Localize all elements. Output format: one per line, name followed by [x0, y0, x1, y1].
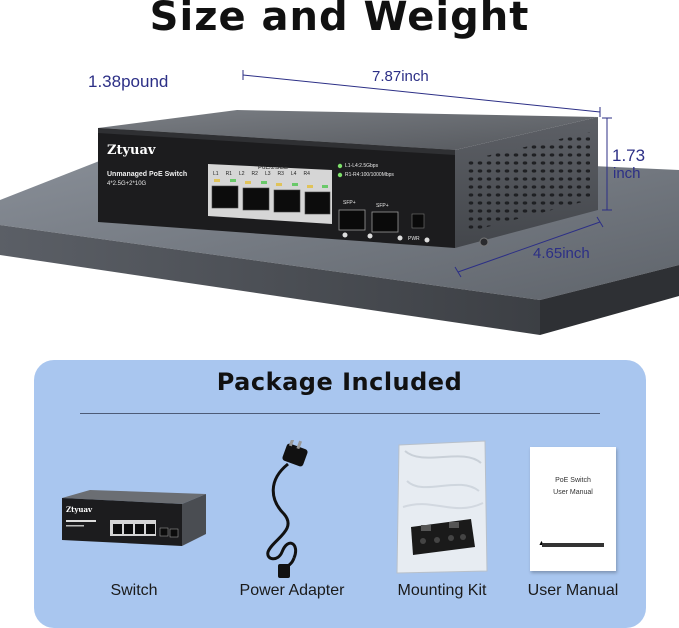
port-labels: L1 R1 L2 R2 L3 R3 L4 R4 — [213, 171, 333, 177]
length-label: 7.87inch — [372, 68, 429, 85]
port-label: L2 — [238, 171, 245, 177]
port-label: R3 — [277, 171, 284, 177]
weight-label: 1.38pound — [88, 72, 169, 91]
sfp-label-2: SFP+ — [376, 203, 389, 209]
port-label: R1 — [225, 171, 232, 177]
height-unit-label: inch — [613, 165, 641, 182]
svg-text:Ztyuav: Ztyuav — [66, 505, 93, 514]
port-group-label: PoE/2.5GE — [258, 165, 289, 171]
page-title: Size and Weight — [149, 0, 530, 40]
item-label-mounting-kit: Mounting Kit — [397, 582, 487, 599]
sfp-label-1: SFP+ — [343, 200, 356, 206]
user-manual-image: PoE Switch User Manual ▲ — [530, 447, 616, 571]
depth-label: 4.65inch — [533, 245, 590, 262]
warning-icon: ▲ — [538, 540, 545, 547]
mounting-kit-image — [396, 440, 488, 574]
manual-title-line2: User Manual — [553, 489, 593, 496]
port-label: L4 — [290, 171, 297, 177]
height-value-label: 1.73 — [612, 146, 646, 165]
power-cord-image — [266, 440, 308, 578]
item-label-power-adapter: Power Adapter — [239, 582, 345, 599]
pwr-label: PWR — [408, 236, 420, 242]
device-model-line2: 4*2.5G+2*10G — [107, 181, 147, 187]
manual-warning-bar — [542, 543, 604, 547]
port-label: L3 — [264, 171, 271, 177]
port-label: L1 — [213, 171, 219, 177]
package-divider — [80, 413, 600, 414]
device-brand: Ztyuav — [107, 143, 156, 158]
switch-image: Ztyuav — [62, 490, 206, 546]
port-label: R2 — [251, 171, 258, 177]
item-label-user-manual: User Manual — [527, 582, 619, 599]
device-model-line1: Unmanaged PoE Switch — [107, 171, 188, 178]
product-illustration — [0, 70, 679, 335]
dimension-lines — [242, 70, 612, 278]
switch-device — [98, 110, 598, 248]
package-title: Package Included — [216, 368, 463, 396]
led-legend-1: L1-L4:2.5Gbps — [345, 163, 379, 169]
led-legend-2: R1-R4:100/1000Mbps — [345, 172, 394, 178]
item-label-switch: Switch — [110, 582, 158, 599]
port-label: R4 — [303, 171, 310, 177]
manual-title-line1: PoE Switch — [555, 477, 591, 484]
